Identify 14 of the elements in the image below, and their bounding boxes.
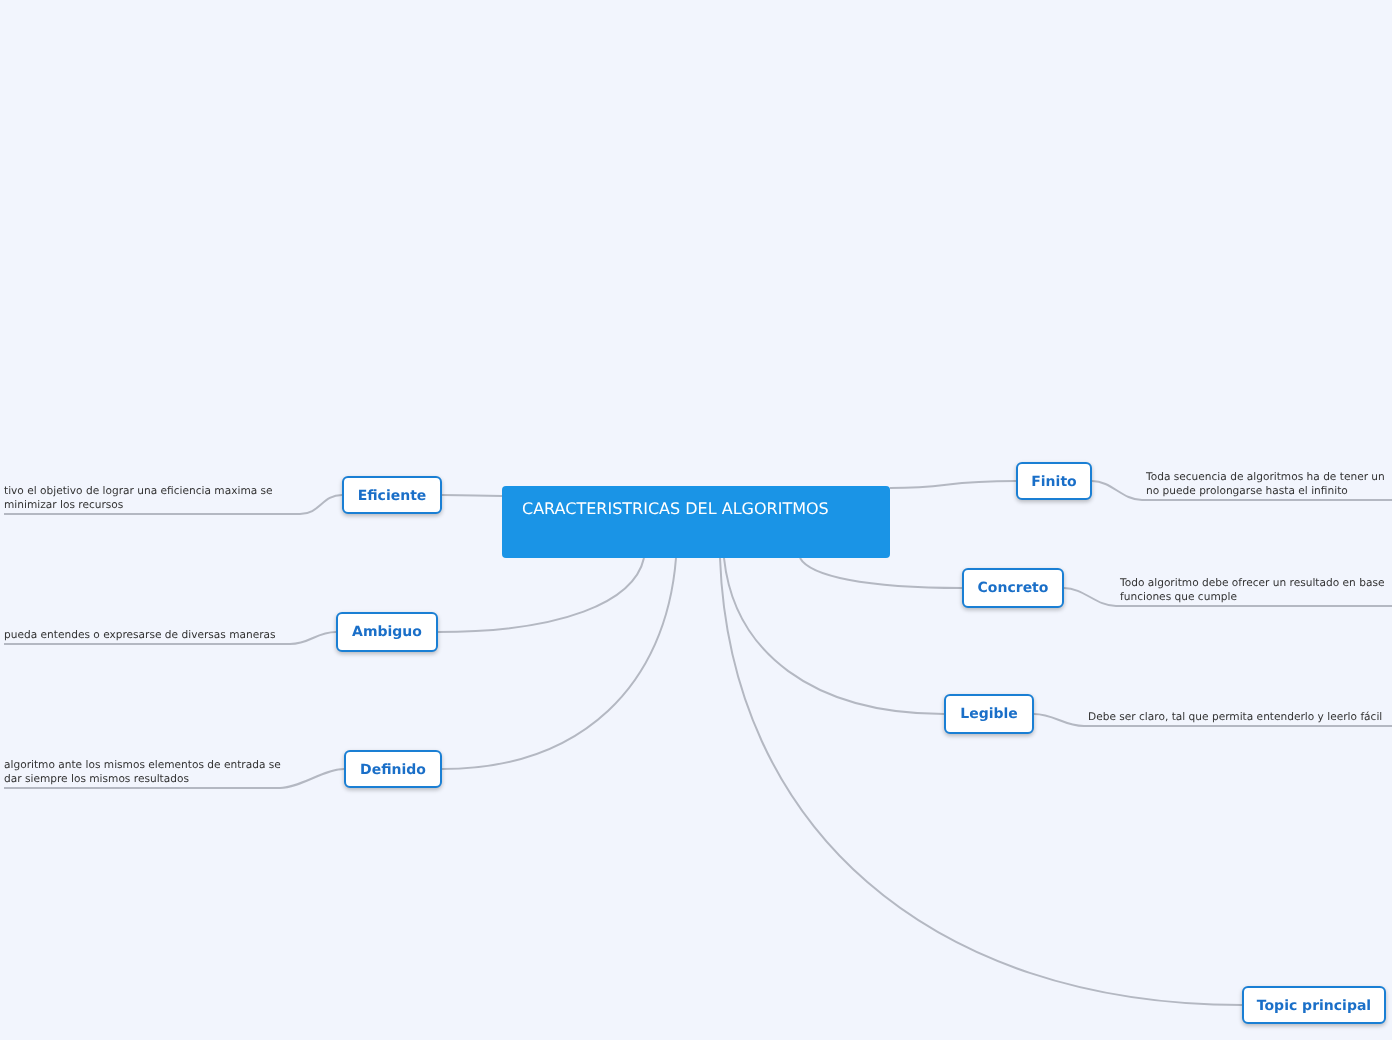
connector-line (3, 494, 343, 515)
central-topic-box: CARACTERISTRICAS DEL ALGORITMOS (502, 486, 890, 558)
connector-line (1063, 587, 1392, 607)
connector-line (441, 494, 503, 497)
connector-line (441, 557, 677, 770)
connector-line (723, 557, 945, 715)
connector-line (3, 631, 337, 645)
connector-line (889, 480, 1017, 489)
connector-line (799, 557, 963, 589)
connector-line (3, 768, 345, 789)
connector-line (437, 557, 645, 633)
connector-line (1033, 713, 1392, 727)
connector-line (1091, 480, 1392, 501)
connector-line (719, 557, 1243, 1006)
